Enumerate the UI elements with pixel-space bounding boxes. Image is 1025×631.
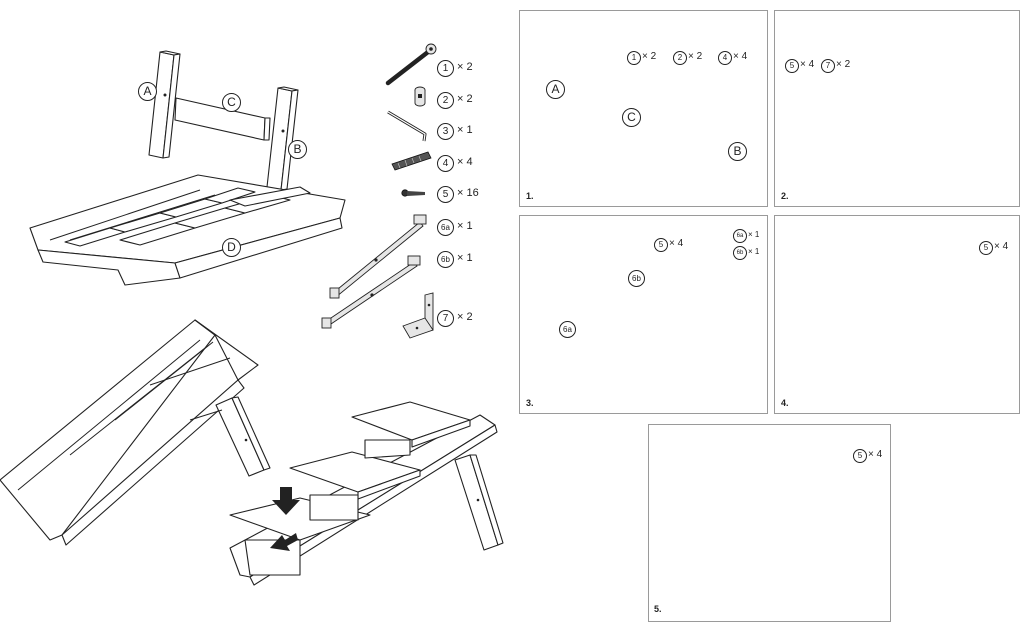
part-4-qty: × 4 [457,156,473,168]
hinge-bar-6b-icon [321,255,421,329]
part-6a-id: 6a [437,219,454,236]
wooden-dowel-icon [391,151,432,171]
step-1-panel [519,10,768,207]
part-6b-id: 6b [437,251,454,268]
step-3-number: 3. [526,398,534,408]
l-bracket-icon [402,292,434,339]
step-1-label-c: C [622,108,641,127]
step-2-part-5-qty: × 4 [800,59,815,70]
step-1-part-2-qty: × 2 [688,51,703,62]
step-2-part-7-id: 7 [821,59,835,73]
part-2-qty: × 2 [457,93,473,105]
step-5-panel [648,424,891,622]
step-1-part-4-qty: × 4 [733,51,748,62]
step-1-part-1-id: 1 [627,51,641,65]
step-1-number: 1. [526,191,534,201]
step-1-part-4-id: 4 [718,51,732,65]
step-3-panel [519,215,768,414]
step-3-label-6b: 6b [628,270,645,287]
part-5-id: 5 [437,186,454,203]
part-3-qty: × 1 [457,124,473,136]
part-2-id: 2 [437,92,454,109]
part-6b-qty: × 1 [457,252,473,264]
step-3-part-5-qty: × 4 [669,238,684,249]
down-arrow-icon [272,487,300,515]
assembled-stairs-drawing [229,401,504,586]
part-7-qty: × 2 [457,311,473,323]
label-b: B [288,140,307,159]
step-3-part-5-id: 5 [654,238,668,252]
step-2-part-5-id: 5 [785,59,799,73]
part-1-qty: × 2 [457,61,473,73]
step-3-part-6a-id: 6a [733,229,747,243]
step-5-number: 5. [654,604,662,614]
step-2-part-7-qty: × 2 [836,59,851,70]
crossbar-c [174,97,266,141]
step-1-part-2-id: 2 [673,51,687,65]
step-1-label-b: B [728,142,747,161]
step-2-panel [774,10,1020,207]
hinge-bar-6a-icon [329,214,427,299]
part-3-id: 3 [437,123,454,140]
stair-frame-d [29,174,346,286]
part-1-id: 1 [437,60,454,77]
label-d: D [222,238,241,257]
step-5-part-5-id: 5 [853,449,867,463]
step-1-part-1-qty: × 2 [642,51,657,62]
hex-key-icon [387,110,427,142]
step-4-part-5-qty: × 4 [994,241,1009,252]
part-7-id: 7 [437,310,454,327]
step-5-part-5-qty: × 4 [868,449,883,460]
label-a: A [138,82,157,101]
part-5-qty: × 16 [457,187,479,199]
part-4-id: 4 [437,155,454,172]
step-3-part-6a-qty: × 1 [748,230,760,239]
barrel-nut-icon [414,86,426,107]
label-c: C [222,93,241,112]
part-6a-qty: × 1 [457,220,473,232]
step-4-number: 4. [781,398,789,408]
step-3-part-6b-id: 6b [733,246,747,260]
step-2-number: 2. [781,191,789,201]
screw-icon [401,189,425,197]
step-3-part-6b-qty: × 1 [748,247,760,256]
step-1-label-a: A [546,80,565,99]
curved-arrow-icon [270,533,298,551]
bolt-icon [385,43,437,86]
step-4-part-5-id: 5 [979,241,993,255]
assembled-ramp-drawing [0,319,271,546]
step-3-label-6a: 6a [559,321,576,338]
